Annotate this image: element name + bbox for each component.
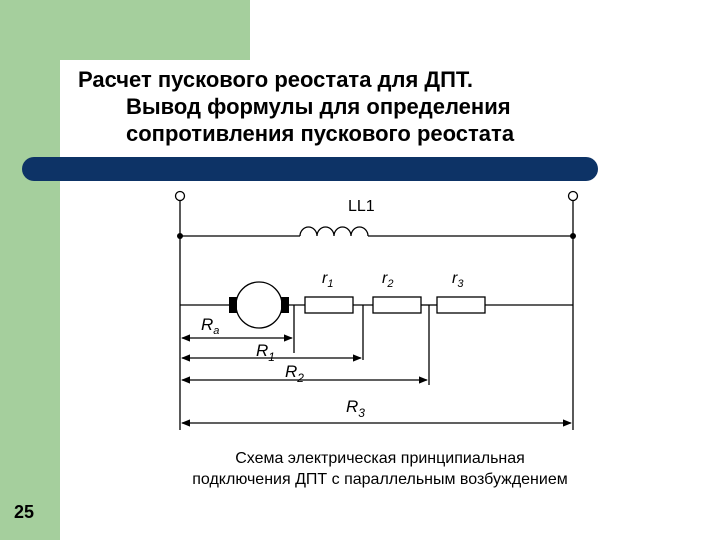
junction-dot-field-right <box>570 233 576 239</box>
terminal-left <box>174 190 186 202</box>
brush-left <box>229 297 237 313</box>
title-line-3: сопротивления пускового реостата <box>126 121 515 146</box>
resistor-r3 <box>436 296 486 314</box>
label-ra: Ra <box>201 315 219 337</box>
terminal-right <box>567 190 579 202</box>
caption-line-2: подключения ДПТ с параллельным возбужден… <box>192 471 568 488</box>
label-r1: r1 <box>322 270 333 290</box>
motor-armature <box>235 281 283 329</box>
slide-number: 25 <box>14 502 35 522</box>
title-line-1: Расчет пускового реостата для ДПТ. <box>78 67 473 92</box>
brush-right <box>281 297 289 313</box>
caption-line-1: Схема электрическая принципиальная <box>235 450 525 467</box>
title-line-2: Вывод формулы для определения <box>126 94 511 119</box>
decor-green-sidebar <box>0 0 60 540</box>
resistor-r1 <box>304 296 354 314</box>
slide-panel <box>60 60 720 540</box>
label-R1: R1 <box>256 341 275 364</box>
label-R3: R3 <box>346 397 365 420</box>
junction-dot-field-left <box>177 233 183 239</box>
resistor-r2 <box>372 296 422 314</box>
diagram-caption: Схема электрическая принципиальная подкл… <box>120 448 640 490</box>
slide-title: Расчет пускового реостата для ДПТ. Вывод… <box>78 66 718 147</box>
label-r3: r3 <box>452 270 464 290</box>
label-R2: R2 <box>285 362 304 385</box>
title-underline-bar <box>22 157 598 181</box>
field-winding-inductor <box>299 226 369 237</box>
label-r2: r2 <box>382 270 393 290</box>
label-field-winding: LL1 <box>348 198 375 215</box>
